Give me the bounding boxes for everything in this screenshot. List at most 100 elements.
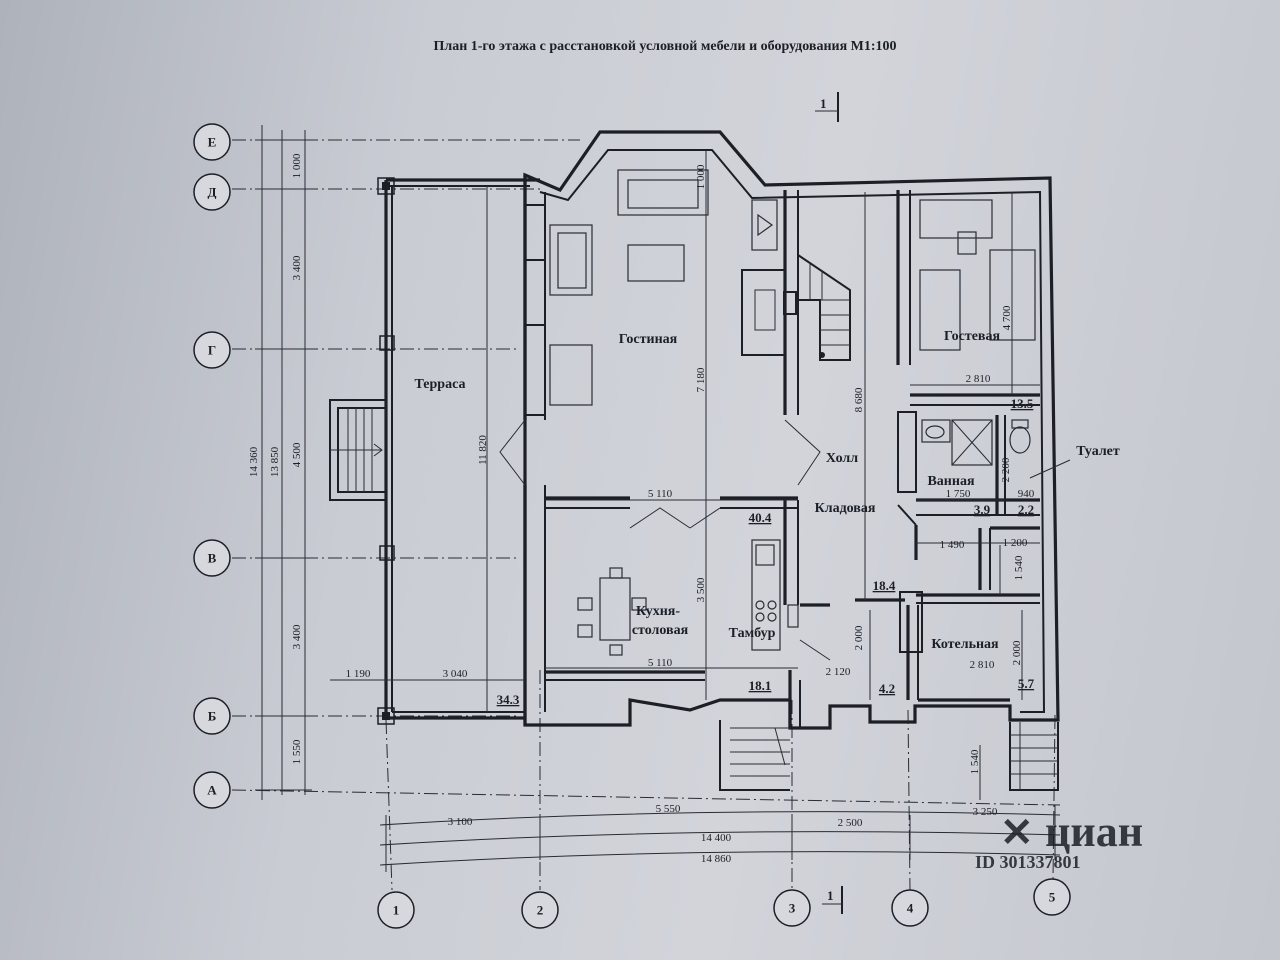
room-living: Гостиная (619, 332, 678, 347)
room-hall: Холл (826, 451, 858, 466)
dim-living-height: 7 180 (695, 367, 707, 392)
svg-text:14 860: 14 860 (701, 853, 732, 865)
svg-text:3 400: 3 400 (291, 255, 303, 280)
interior-dimension-lines (330, 150, 1040, 800)
row-axis-bubble-a: А (193, 771, 231, 809)
dim-top-small: 1 000 (695, 164, 707, 189)
svg-text:2 500: 2 500 (838, 817, 863, 829)
row-axis-bubble-g: Г (193, 331, 231, 369)
bath-fixtures (921, 419, 1031, 466)
dim-storage-right: 1 200 (1003, 537, 1028, 549)
dim-vestibule-width: 2 120 (826, 666, 851, 678)
area-vestibule: 4.2 (879, 681, 895, 696)
area-terrace: 34.3 (497, 692, 520, 707)
svg-text:Е: Е (208, 135, 217, 150)
dim-terrace-left: 1 190 (346, 668, 371, 680)
kitchen-furniture (577, 539, 799, 656)
room-terrace: Терраса (415, 377, 466, 392)
toilet-leader-line (1029, 459, 1071, 479)
porch-stairs-right (1009, 722, 1059, 791)
svg-text:1 550: 1 550 (291, 739, 303, 764)
svg-text:13 850: 13 850 (269, 446, 281, 477)
row-axis-bubble-d: Д (193, 173, 231, 211)
svg-text:В: В (208, 551, 217, 566)
dim-storage-width: 1 490 (940, 539, 965, 551)
svg-text:14 400: 14 400 (701, 832, 732, 844)
dim-boiler-height: 2 000 (1011, 640, 1023, 665)
dim-storage-height: 1 540 (1013, 555, 1025, 580)
watermark-id: ID 301337801 (975, 852, 1081, 872)
area-bathroom: 3.9 (974, 502, 991, 517)
dim-terrace-height: 11 820 (477, 435, 489, 465)
column-axis-bubble-3: 3 (773, 889, 811, 927)
room-vestibule: Тамбур (729, 626, 776, 641)
bottom-dimension-chains: 3 100 5 550 2 500 3 250 14 400 14 860 (379, 803, 1061, 872)
left-dimension-chains: 1 000 3 400 4 500 3 400 1 550 14 360 13 … (248, 125, 312, 800)
dim-terrace-width: 3 040 (443, 668, 468, 680)
svg-text:5: 5 (1049, 890, 1056, 905)
column-axis-bubble-1: 1 (377, 891, 415, 929)
room-toilet: Туалет (1076, 444, 1120, 459)
area-boiler: 5.7 (1018, 676, 1035, 691)
watermark-brand: циан (1045, 807, 1143, 856)
room-guest: Гостевая (944, 329, 1001, 344)
column-axis-bubble-2: 2 (521, 891, 559, 929)
room-bathroom: Ванная (927, 474, 974, 489)
dim-vestibule-height: 2 000 (853, 625, 865, 650)
interior-walls (545, 190, 1040, 728)
svg-text:Б: Б (208, 709, 217, 724)
room-kitchen-line1: Кухня- (636, 604, 680, 619)
svg-text:1 000: 1 000 (291, 153, 303, 178)
svg-text:3 250: 3 250 (973, 806, 998, 818)
section-marker-bottom: 1 (822, 886, 843, 914)
dim-guest-height: 4 700 (1001, 305, 1013, 330)
svg-text:4: 4 (907, 901, 914, 916)
terrace-outline (377, 177, 540, 725)
dim-hall-height: 8 680 (853, 387, 865, 412)
svg-text:3 100: 3 100 (448, 816, 473, 828)
guest-furniture (919, 199, 1036, 351)
area-toilet: 2.2 (1018, 502, 1034, 517)
dim-bath-height: 2 200 (1000, 457, 1012, 482)
svg-text:А: А (207, 783, 217, 798)
dim-kitchen-width-bottom: 5 110 (648, 657, 673, 669)
room-boiler: Котельная (931, 637, 999, 652)
terrace-stairs (329, 399, 386, 501)
svg-text:1: 1 (393, 903, 400, 918)
column-axis-bubble-5: 5 (1033, 878, 1071, 916)
dim-kitchen-width-top: 5 110 (648, 488, 673, 500)
room-storage: Кладовая (815, 501, 876, 516)
svg-text:1: 1 (827, 888, 834, 903)
column-axis-bubble-4: 4 (891, 889, 929, 927)
svg-text:Д: Д (208, 185, 217, 200)
dim-wc-width: 940 (1018, 488, 1035, 500)
watermark: ✕ циан ID 301337801 (975, 807, 1143, 872)
svg-text:4 500: 4 500 (291, 442, 303, 467)
room-kitchen-line2: столовая (632, 623, 689, 638)
svg-text:1: 1 (820, 96, 827, 111)
porch-stairs-left (719, 720, 790, 791)
dim-guest-width: 2 810 (966, 373, 991, 385)
section-marker-top: 1 (815, 92, 839, 122)
row-axis-bubble-b: Б (193, 697, 231, 735)
dim-porch-height: 1 540 (969, 749, 981, 774)
area-kitchen: 18.1 (749, 678, 772, 693)
svg-text:5 550: 5 550 (656, 803, 681, 815)
svg-text:14 360: 14 360 (248, 446, 260, 477)
dim-kitchen-height: 3 500 (695, 577, 707, 602)
hall-staircase (741, 254, 851, 361)
dim-bath-width: 1 750 (946, 488, 971, 500)
svg-text:2: 2 (537, 903, 544, 918)
svg-text:3: 3 (789, 901, 796, 916)
plan-title: План 1-го этажа с расстановкой условной … (433, 39, 896, 54)
svg-text:✕: ✕ (1000, 810, 1034, 855)
area-living: 40.4 (749, 510, 772, 525)
area-hall: 18.4 (873, 578, 896, 593)
living-furniture (549, 169, 778, 406)
svg-text:Г: Г (208, 343, 216, 358)
living-left-wall-segments (499, 204, 546, 486)
row-axis-bubble-v: В (193, 539, 231, 577)
area-guest: 13.5 (1011, 396, 1034, 411)
